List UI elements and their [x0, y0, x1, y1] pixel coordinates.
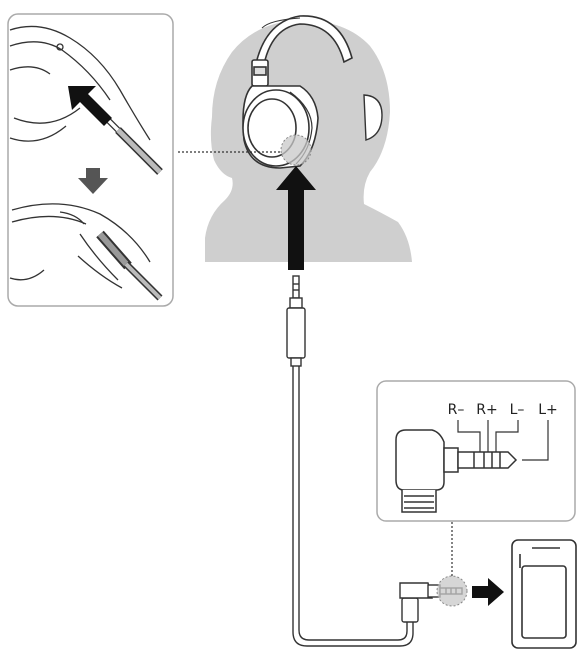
jack-highlight-headphone [280, 134, 312, 166]
pin-label-l-minus: L– [510, 402, 525, 418]
down-arrow-icon [78, 168, 108, 194]
pin-label-l-plus: L+ [538, 402, 558, 418]
insert-detail-panel [7, 13, 174, 307]
to-player-arrow-icon [472, 578, 504, 606]
leader-l-plus [522, 420, 549, 461]
insert-arrow-icon [68, 86, 112, 126]
cable [292, 366, 414, 647]
pin-label-r-minus: R– [448, 402, 465, 418]
angled-plug-icon [399, 582, 463, 623]
pin-assignment-panel: R– R+ L– L+ [376, 380, 576, 522]
leader-l-minus [495, 420, 519, 454]
plug-up-arrow-icon [276, 166, 316, 270]
jack-highlight-player [436, 575, 468, 607]
plug-pinout-drawing [395, 429, 518, 513]
pin-label-r-plus: R+ [476, 402, 497, 418]
leader-r-minus [457, 420, 481, 454]
music-player-icon [511, 539, 577, 649]
cable-plug-icon [286, 275, 306, 367]
